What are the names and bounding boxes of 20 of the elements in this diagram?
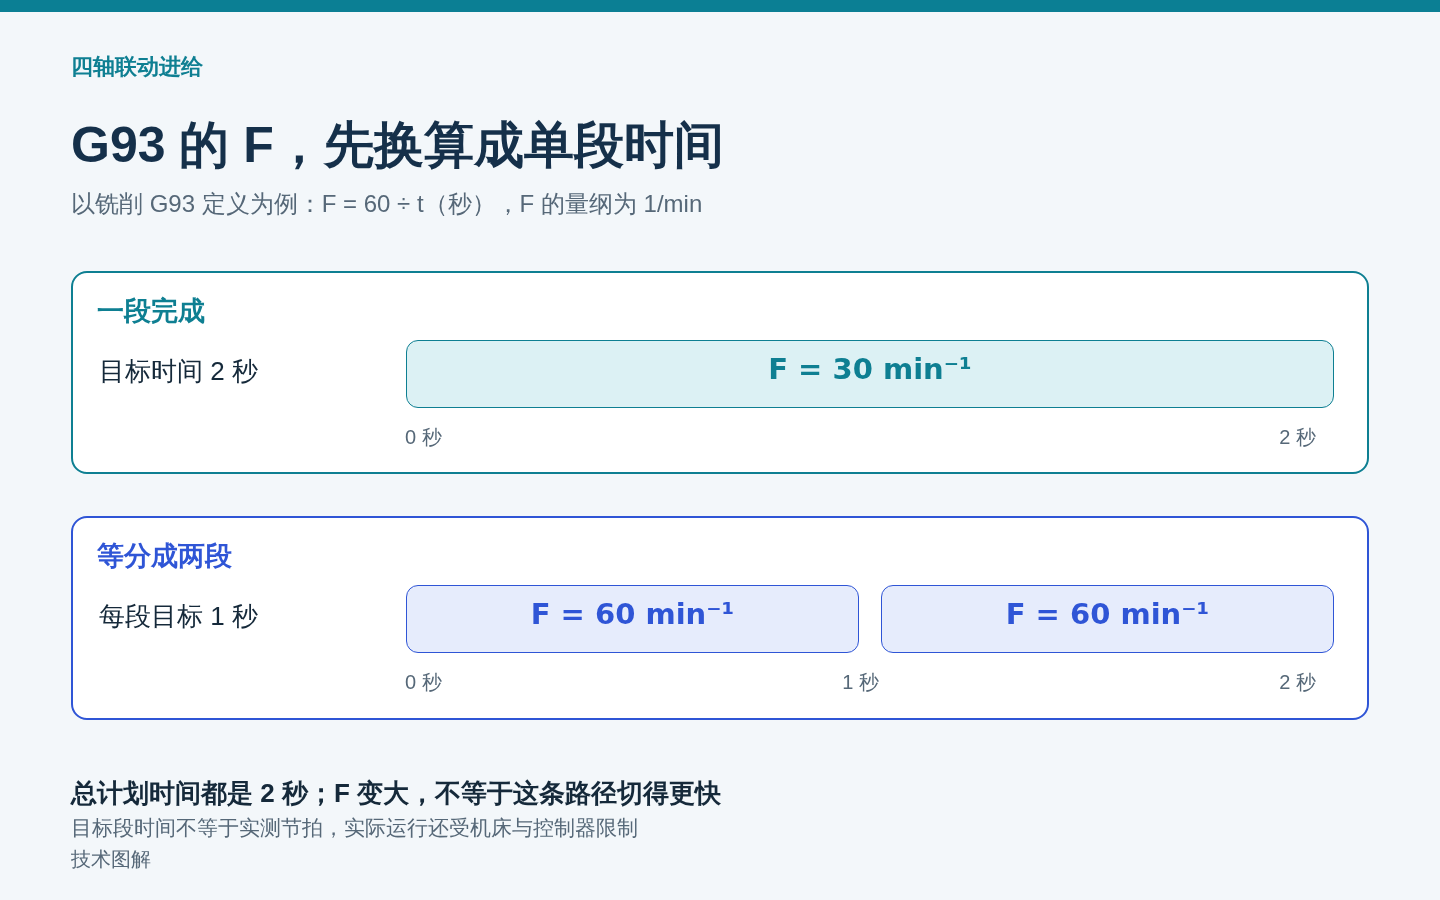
conclusion-text: 总计划时间都是 2 秒；F 变大，不等于这条路径切得更快 [71,777,721,809]
breadcrumb: 四轴联动进给 [71,53,203,81]
subtitle: 以铣削 G93 定义为例：F = 60 ÷ t（秒），F 的量纲为 1/min [71,189,703,219]
tick-label: 0 秒 [405,670,442,694]
page-title: G93 的 F，先换算成单段时间 [71,116,724,175]
tick-label: 0 秒 [405,425,442,449]
footer-text: 技术图解 [71,847,151,872]
timeline-panel [71,271,1369,474]
feed-rate-bar: F = 60 min⁻¹ [406,585,859,653]
target-time-text: 目标时间 2 秒 [99,355,258,387]
timeline-panel [71,516,1369,720]
target-time-text: 每段目标 1 秒 [99,600,258,632]
tick-label: 2 秒 [1279,670,1316,694]
tick-label: 2 秒 [1279,425,1316,449]
panel-heading: 等分成两段 [97,540,232,573]
tick-label: 1 秒 [842,670,879,694]
feed-rate-bar: F = 30 min⁻¹ [406,340,1334,408]
note-text: 目标段时间不等于实测节拍，实际运行还受机床与控制器限制 [71,815,638,841]
panel-heading: 一段完成 [97,295,205,328]
feed-rate-bar: F = 60 min⁻¹ [881,585,1334,653]
